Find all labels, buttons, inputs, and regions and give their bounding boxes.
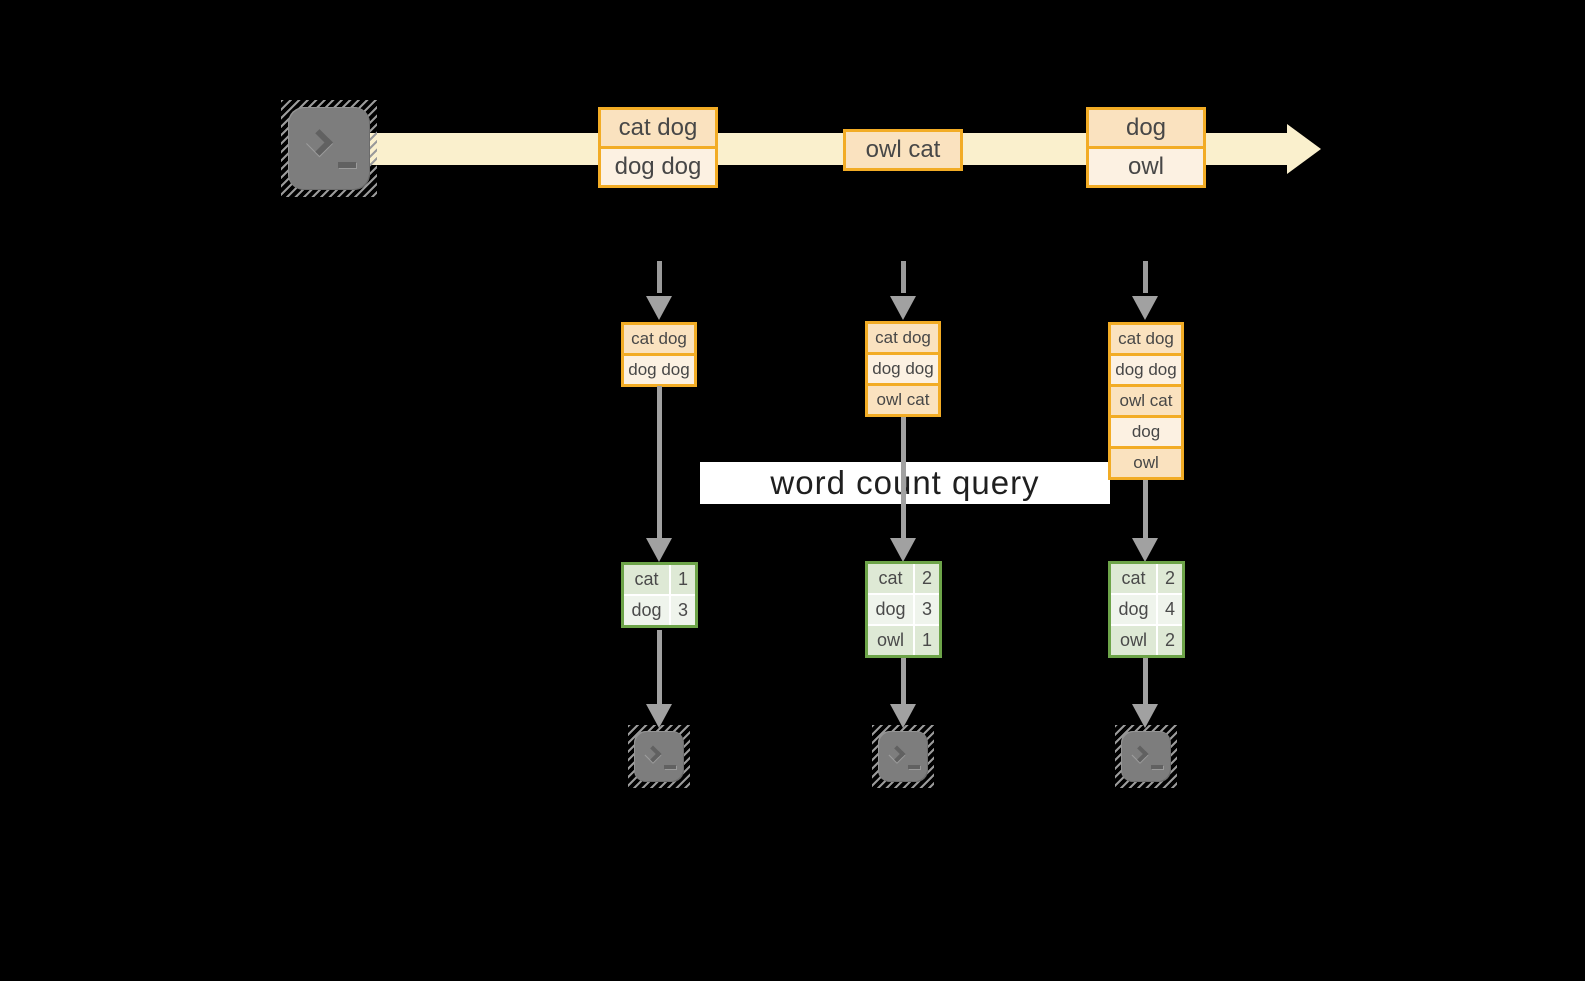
prompt-chevron-icon	[1131, 745, 1149, 763]
ingest-arrowhead-icon	[890, 296, 916, 320]
query-arrow	[901, 417, 906, 538]
window-record: cat dog	[868, 324, 938, 352]
stream-record: cat dog	[601, 110, 715, 146]
prompt-chevron-icon	[306, 129, 333, 156]
terminal-body	[634, 731, 684, 782]
count-cell: 2	[1158, 564, 1182, 593]
terminal-body	[1121, 731, 1171, 782]
window-record: cat dog	[1111, 325, 1181, 353]
window-buffer-box: cat dog dog dog owl cat dog owl	[1108, 322, 1184, 480]
window-buffer-box: cat dog dog dog	[621, 322, 697, 387]
result-arrowhead-icon	[890, 704, 916, 728]
word-count-table: cat 1 dog 3	[621, 562, 698, 628]
query-arrow	[1143, 480, 1148, 538]
word-cell: cat	[624, 565, 669, 594]
word-cell: dog	[624, 596, 669, 625]
word-cell: owl	[1111, 626, 1156, 655]
ingest-arrowhead-icon	[1132, 296, 1158, 320]
window-record: owl	[1111, 449, 1181, 477]
word-count-table: cat 2 dog 3 owl 1	[865, 561, 942, 658]
query-arrowhead-icon	[890, 538, 916, 562]
count-cell: 3	[671, 596, 695, 625]
window-record: dog	[1111, 418, 1181, 446]
ingest-arrow-dash	[657, 261, 662, 293]
count-cell: 2	[1158, 626, 1182, 655]
word-cell: dog	[868, 595, 913, 624]
result-arrowhead-icon	[646, 704, 672, 728]
stream-record: owl	[1089, 149, 1203, 185]
query-arrowhead-icon	[646, 538, 672, 562]
word-count-table: cat 2 dog 4 owl 2	[1108, 561, 1185, 658]
prompt-chevron-icon	[644, 745, 662, 763]
terminal-body	[288, 107, 370, 190]
result-arrow	[657, 630, 662, 704]
word-cell: cat	[868, 564, 913, 593]
count-cell: 2	[915, 564, 939, 593]
sink-terminal-icon	[1115, 725, 1177, 788]
result-arrow	[901, 658, 906, 704]
window-buffer-box: cat dog dog dog owl cat	[865, 321, 941, 417]
stream-event-box: cat dog dog dog	[598, 107, 718, 188]
query-arrowhead-icon	[1132, 538, 1158, 562]
stream-record: dog dog	[601, 149, 715, 185]
word-cell: dog	[1111, 595, 1156, 624]
source-terminal-icon	[281, 100, 377, 197]
prompt-underscore-icon	[1151, 765, 1163, 769]
stream-event-box: owl cat	[843, 129, 963, 171]
sink-terminal-icon	[628, 725, 690, 788]
ingest-arrow-dash	[901, 261, 906, 293]
count-cell: 1	[915, 626, 939, 655]
result-arrowhead-icon	[1132, 704, 1158, 728]
count-cell: 1	[671, 565, 695, 594]
window-record: owl cat	[1111, 387, 1181, 415]
result-arrow	[1143, 658, 1148, 704]
stream-event-box: dog owl	[1086, 107, 1206, 188]
ingest-arrow-dash	[1143, 261, 1148, 293]
stream-record: owl cat	[846, 132, 960, 168]
prompt-underscore-icon	[338, 162, 356, 168]
window-record: dog dog	[624, 356, 694, 384]
stream-band-arrowhead-icon	[1287, 124, 1321, 174]
window-record: owl cat	[868, 386, 938, 414]
count-cell: 4	[1158, 595, 1182, 624]
prompt-underscore-icon	[664, 765, 676, 769]
window-record: dog dog	[1111, 356, 1181, 384]
word-cell: cat	[1111, 564, 1156, 593]
query-arrow	[657, 386, 662, 538]
window-record: cat dog	[624, 325, 694, 353]
count-cell: 3	[915, 595, 939, 624]
sink-terminal-icon	[872, 725, 934, 788]
ingest-arrowhead-icon	[646, 296, 672, 320]
window-record: dog dog	[868, 355, 938, 383]
stream-record: dog	[1089, 110, 1203, 146]
word-cell: owl	[868, 626, 913, 655]
terminal-body	[878, 731, 928, 782]
prompt-chevron-icon	[888, 745, 906, 763]
prompt-underscore-icon	[908, 765, 920, 769]
